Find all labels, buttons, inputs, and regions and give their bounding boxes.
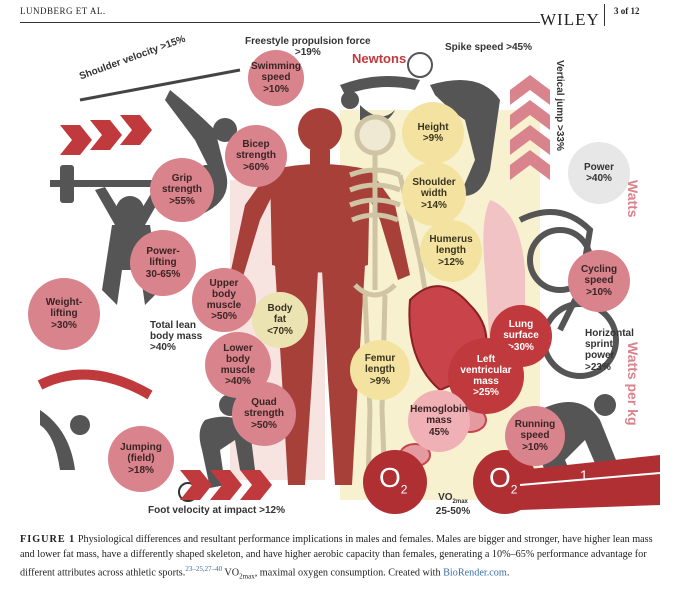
- caption-text-1: Physiological differences and resultant …: [20, 534, 653, 579]
- hemoglobin-mass-badge: Hemoglobin mass 45%: [408, 390, 470, 452]
- height-badge: Height >9%: [402, 102, 464, 164]
- javelin-line: [79, 68, 241, 102]
- volleyball-player-silhouette: [407, 52, 500, 196]
- o2-right-label: O2: [489, 462, 518, 497]
- vertical-jump-label: Vertical jump >33%: [554, 60, 565, 151]
- total-lean-mass-label: Total lean body mass >40%: [150, 320, 203, 354]
- powerlifting-badge: Power- lifting 30-65%: [130, 230, 196, 296]
- grip-strength-badge: Grip strength >55%: [150, 158, 214, 222]
- power-badge: Power >40%: [568, 142, 630, 204]
- cycling-speed-badge: Cycling speed >10%: [568, 250, 630, 312]
- watts-per-kg-label: Watts per kg: [625, 342, 641, 426]
- body-fat-badge: Body fat <70%: [252, 292, 308, 348]
- shoulder-width-badge: Shoulder width >14%: [402, 162, 466, 226]
- running-track: [519, 455, 660, 510]
- publisher-logo: WILEY: [540, 10, 600, 29]
- spike-speed-label: Spike speed >45%: [445, 42, 532, 53]
- jumper-silhouette: [37, 369, 153, 470]
- biorender-link[interactable]: BioRender.com: [443, 567, 507, 579]
- bicep-strength-badge: Bicep strength >60%: [225, 125, 287, 187]
- freestyle-label: Freestyle propulsion force >19%: [245, 36, 371, 59]
- header-rule: [20, 22, 540, 23]
- caption-text-3: , maximal oxygen consumption. Created wi…: [254, 567, 444, 579]
- weightlifting-badge: Weight- lifting >30%: [28, 278, 100, 350]
- caption-references[interactable]: 23–25,27–40: [185, 565, 223, 573]
- shoulder-velocity-chevrons: [60, 115, 152, 155]
- caption-end: .: [506, 567, 510, 579]
- figure-label: FIGURE 1: [20, 534, 76, 545]
- volleyball-icon: [407, 52, 433, 78]
- header-separator: [604, 4, 605, 26]
- horizontal-sprint-label: Horizontal sprint power >23%: [585, 328, 634, 373]
- o2-molecule-left: [363, 450, 427, 514]
- humerus-length-badge: Humerus length >12%: [420, 220, 482, 282]
- caption-text-2-sub: 2max: [239, 572, 255, 581]
- figure-infographic: Freestyle propulsion force >19% Newtons …: [20, 30, 660, 518]
- watts-label: Watts: [625, 180, 641, 218]
- vertical-jump-chevrons: [510, 75, 550, 180]
- track-lane-number: 1: [580, 467, 588, 483]
- newtons-label: Newtons: [352, 51, 407, 66]
- femur-length-badge: Femur length >9%: [350, 340, 410, 400]
- swimming-speed-badge: Swimming speed >10%: [248, 50, 304, 106]
- page-number: 3 of 12: [614, 6, 640, 16]
- foot-velocity-label: Foot velocity at impact >12%: [148, 505, 285, 516]
- quad-strength-badge: Quad strength >50%: [232, 382, 296, 446]
- figure-caption: FIGURE 1 Physiological differences and r…: [20, 532, 660, 584]
- upper-body-muscle-badge: Upper body muscle >50%: [192, 268, 256, 332]
- o2-left-label: O2: [379, 462, 408, 497]
- foot-velocity-chevrons: [180, 470, 272, 500]
- running-speed-badge: Running speed >10%: [505, 406, 565, 466]
- jumping-badge: Jumping (field) >18%: [108, 426, 174, 492]
- running-head: LUNDBERG ET AL.: [20, 6, 106, 16]
- caption-text-2: VO: [222, 567, 240, 579]
